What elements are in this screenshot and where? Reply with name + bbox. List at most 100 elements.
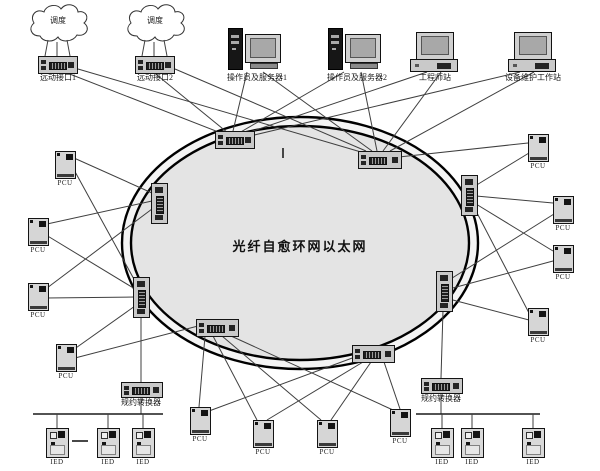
pcu-label: PCU — [392, 437, 408, 445]
ring-switch-top-left — [215, 131, 255, 149]
pcu-label: PCU — [319, 448, 335, 456]
telecontrol-interface-2-label: 远动接口2 — [137, 73, 173, 82]
ring-switch-left — [151, 183, 168, 224]
connection-line — [46, 200, 153, 225]
pcu-label: PCU — [555, 224, 571, 232]
pcu-unit — [28, 283, 49, 311]
pcu-label: PCU — [530, 162, 546, 170]
connection-line — [232, 71, 248, 132]
pcu-unit — [28, 218, 49, 246]
pcu-unit — [528, 308, 549, 336]
ied-label: IED — [101, 458, 115, 466]
ied-unit — [46, 428, 69, 458]
telecontrol-interface-1-label: 远动接口1 — [40, 73, 76, 82]
connection-line — [475, 210, 530, 314]
connection-line — [448, 260, 554, 290]
connection-line — [66, 39, 71, 57]
operator-server-2-label: 操作员及服务器2 — [327, 73, 387, 82]
connection-line — [174, 68, 367, 152]
connection-line — [230, 335, 394, 411]
ring-switch-right — [461, 175, 478, 216]
pcu-label: PCU — [555, 273, 571, 281]
protocol-converter-label: 规约转换器 — [421, 394, 461, 403]
connection-line — [163, 39, 168, 57]
protocol-converter-icon — [421, 378, 463, 394]
connection-lines — [45, 68, 555, 421]
maintenance-workstation-label: 设备维护工作站 — [505, 73, 561, 82]
cloud-shapes — [30, 4, 185, 42]
telecontrol-interface-2-icon — [135, 56, 175, 74]
ring-switch-lower-right — [436, 271, 453, 312]
cloud-links — [44, 39, 168, 57]
connection-line — [475, 195, 554, 204]
pcu-label: PCU — [255, 448, 271, 456]
ied-unit — [461, 428, 484, 458]
ring-switch-bottom-right — [352, 345, 395, 363]
cloud-icon — [30, 4, 88, 42]
ring-inner — [129, 124, 471, 362]
operator-server-1-label: 操作员及服务器1 — [227, 73, 287, 82]
connection-line — [45, 296, 136, 299]
telecontrol-interface-1-icon — [38, 56, 78, 74]
connection-line — [238, 71, 345, 134]
ied-buses — [33, 413, 540, 442]
cloud-label: 调度 — [147, 16, 163, 25]
connection-line — [398, 142, 529, 158]
connection-line — [266, 361, 364, 421]
ring-switch-bottom — [196, 319, 239, 337]
ied-unit — [522, 428, 545, 458]
pcu-unit — [390, 409, 411, 437]
maintenance-workstation-icon — [508, 32, 556, 72]
connection-line — [448, 298, 530, 321]
connection-line — [474, 152, 530, 187]
connection-line — [208, 356, 356, 412]
pcu-unit — [56, 344, 77, 372]
connection-line — [382, 71, 442, 152]
connection-line — [61, 70, 222, 134]
pcu-unit — [553, 245, 574, 273]
ied-label: IED — [435, 458, 449, 466]
connection-line — [440, 309, 444, 379]
pcu-unit — [317, 420, 338, 448]
connection-line — [221, 335, 322, 421]
ied-stubs — [56, 414, 534, 428]
operator-server-2-icon — [328, 26, 382, 72]
engineer-station-label: 工程师站 — [419, 73, 451, 82]
pcu-label: PCU — [530, 336, 546, 344]
pcu-label: PCU — [30, 246, 46, 254]
connection-line — [448, 213, 555, 281]
connection-line — [141, 39, 146, 57]
ied-unit — [132, 428, 155, 458]
connection-line — [44, 39, 49, 57]
connection-line — [360, 71, 378, 152]
connection-line — [72, 167, 136, 282]
connection-line — [72, 305, 136, 351]
operator-server-1-icon — [228, 26, 282, 72]
protocol-converter-icon — [121, 382, 163, 398]
pcu-unit — [253, 420, 274, 448]
pcu-label: PCU — [58, 372, 74, 380]
connection-line — [198, 335, 206, 408]
cloud-label: 调度 — [50, 16, 66, 25]
connection-line — [389, 71, 535, 152]
connection-line — [262, 71, 373, 152]
connection-line — [212, 335, 258, 421]
pcu-unit — [190, 407, 211, 435]
connection-line — [249, 71, 521, 137]
connection-line — [45, 234, 136, 290]
ied-label: IED — [136, 458, 150, 466]
connection-line — [73, 157, 153, 194]
ied-label: IED — [465, 458, 479, 466]
protocol-converter-label: 规约转换器 — [121, 398, 161, 407]
pcu-unit — [528, 134, 549, 162]
ied-unit — [97, 428, 120, 458]
ied-label: IED — [50, 458, 64, 466]
ring-switch-lower-left — [133, 277, 150, 318]
pcu-label: PCU — [30, 311, 46, 319]
connection-line — [475, 203, 554, 252]
pcu-unit — [55, 151, 76, 179]
connection-line — [46, 208, 153, 289]
connection-line — [243, 71, 428, 135]
pcu-label: PCU — [192, 435, 208, 443]
